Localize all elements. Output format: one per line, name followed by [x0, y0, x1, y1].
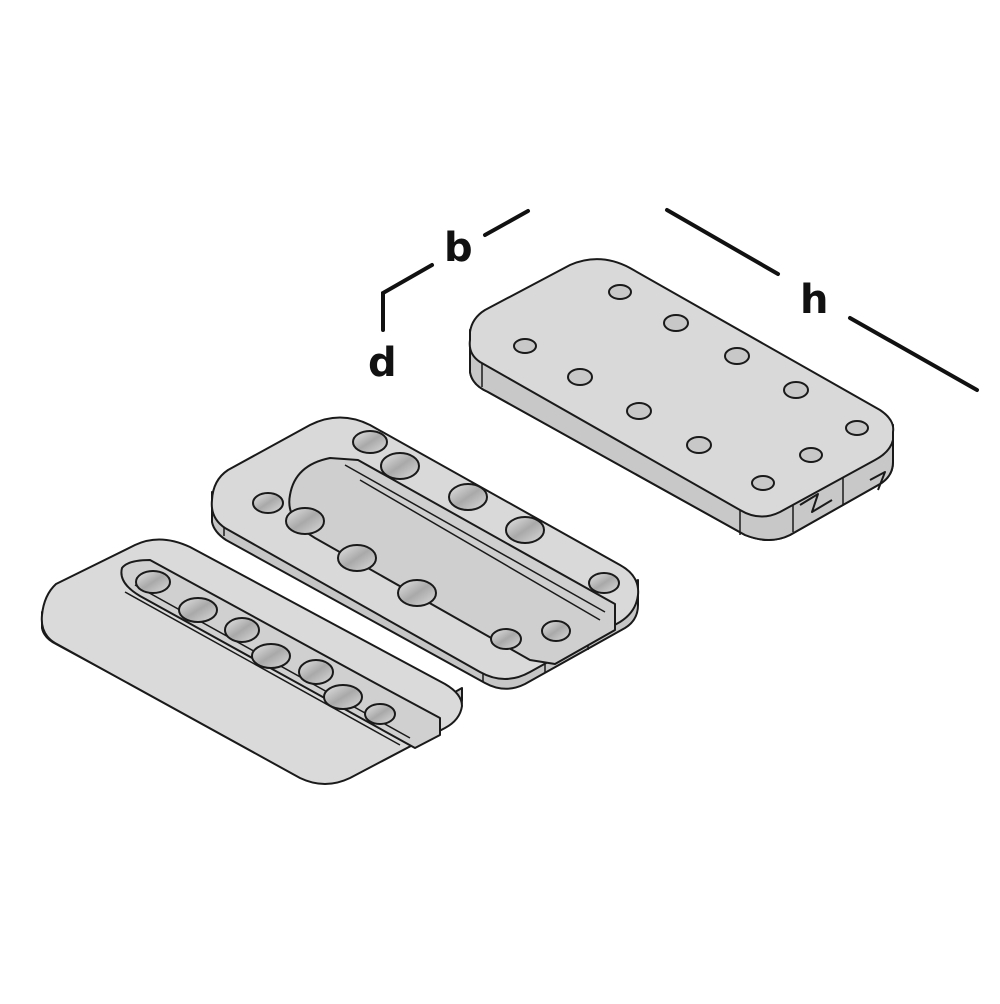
plate-middle — [210, 416, 640, 690]
dimension-label-h: h — [800, 277, 829, 323]
dimension-label-d: d — [368, 340, 397, 386]
plate-top-right — [468, 258, 895, 541]
dimension-line-b-d — [381, 263, 434, 332]
plate-bottom-left — [40, 538, 463, 785]
holes — [252, 430, 620, 650]
dimension-lines — [381, 208, 979, 392]
dimension-line-h-right — [848, 316, 979, 392]
dimension-line-b-right — [483, 209, 530, 237]
dimension-label-b: b — [444, 225, 473, 271]
holes — [513, 284, 869, 491]
dimension-line-h-left — [665, 208, 780, 276]
holes — [135, 570, 396, 725]
